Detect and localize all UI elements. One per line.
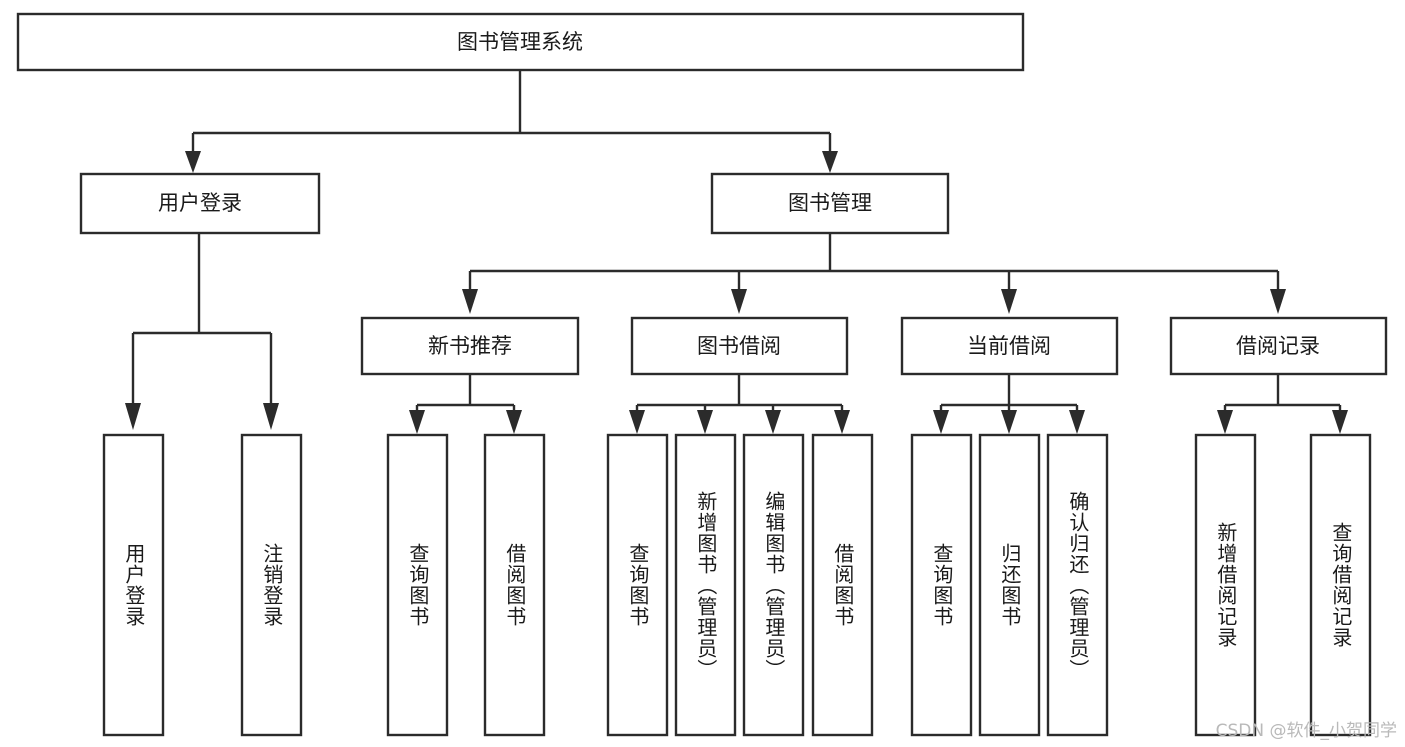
leaf-box-borrow-record-0[interactable] bbox=[1194, 433, 1257, 737]
leaf-box-user-login-0[interactable] bbox=[102, 433, 165, 737]
leaf-box-current-borrow-1[interactable] bbox=[978, 433, 1041, 737]
leaf-box-borrow-record-1[interactable] bbox=[1309, 433, 1372, 737]
node-new-book-box[interactable] bbox=[360, 316, 580, 376]
node-borrow-record-label: 借阅记录 bbox=[1236, 334, 1320, 358]
node-current-borrow-label: 当前借阅 bbox=[967, 334, 1051, 358]
arrow-head-nb-leaf-1 bbox=[409, 410, 425, 434]
arrow-head-leaf-logout bbox=[263, 403, 279, 430]
leaf-box-current-borrow-2[interactable] bbox=[1046, 433, 1109, 737]
leaf-box-user-login-1[interactable] bbox=[240, 433, 303, 737]
arrow-head-cb-leaf-3 bbox=[1069, 410, 1085, 434]
leaf-box-book-borrow-1[interactable] bbox=[674, 433, 737, 737]
node-current-borrow-box[interactable] bbox=[900, 316, 1119, 376]
arrow-head-nb-leaf-2 bbox=[506, 410, 522, 434]
arrow-head-cb-leaf-1 bbox=[933, 410, 949, 434]
arrow-head-new-book bbox=[462, 289, 478, 314]
leaf-box-book-borrow-0[interactable] bbox=[606, 433, 669, 737]
node-layer: 图书管理系统 用户登录 图书管理 新书推荐 图书借阅 当前借阅 借阅记录 bbox=[16, 12, 1388, 737]
node-user-login-box[interactable] bbox=[79, 172, 321, 235]
node-borrow-record-box[interactable] bbox=[1169, 316, 1388, 376]
arrow-head-current-borrow bbox=[1001, 289, 1017, 314]
node-book-borrow-box[interactable] bbox=[630, 316, 849, 376]
arrow-head-br-leaf-2 bbox=[1332, 410, 1348, 434]
node-book-manage-label: 图书管理 bbox=[788, 191, 872, 215]
arrow-head-bb-leaf-2 bbox=[697, 410, 713, 434]
node-user-login-label: 用户登录 bbox=[158, 191, 242, 215]
node-root-box[interactable] bbox=[16, 12, 1025, 72]
leaf-box-current-borrow-0[interactable] bbox=[910, 433, 973, 737]
leaf-box-book-borrow-2[interactable] bbox=[742, 433, 805, 737]
arrow-head-bb-leaf-4 bbox=[834, 410, 850, 434]
arrow-head-book-manage bbox=[822, 151, 838, 173]
leaf-box-new-book-0[interactable] bbox=[386, 433, 449, 737]
node-root-label: 图书管理系统 bbox=[457, 30, 583, 54]
arrow-head-br-leaf-1 bbox=[1217, 410, 1233, 434]
leaf-box-book-borrow-3[interactable] bbox=[811, 433, 874, 737]
arrow-head-borrow-record bbox=[1270, 289, 1286, 314]
csdn-watermark: CSDN @软件_小贺同学 bbox=[1215, 721, 1397, 741]
arrow-head-bb-leaf-1 bbox=[629, 410, 645, 434]
node-book-manage-box[interactable] bbox=[710, 172, 950, 235]
node-book-borrow-label: 图书借阅 bbox=[697, 334, 781, 358]
arrow-head-bb-leaf-3 bbox=[765, 410, 781, 434]
arrow-head-user-login bbox=[185, 151, 201, 173]
connector-layer bbox=[125, 70, 1348, 434]
node-new-book-label: 新书推荐 bbox=[428, 334, 512, 358]
arrow-head-book-borrow bbox=[731, 289, 747, 314]
leaf-box-new-book-1[interactable] bbox=[483, 433, 546, 737]
arrow-head-cb-leaf-2 bbox=[1001, 410, 1017, 434]
arrow-head-leaf-user-login bbox=[125, 403, 141, 430]
